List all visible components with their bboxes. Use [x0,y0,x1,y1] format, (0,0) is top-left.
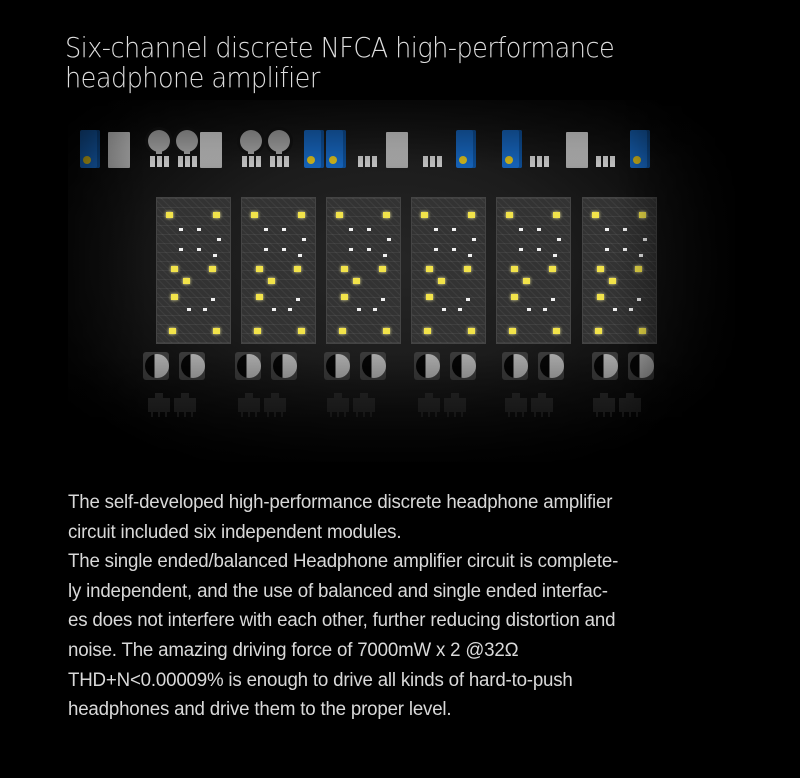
smd-capacitor-icon [414,352,440,380]
potentiometer-icon [630,130,650,168]
amplifier-module-4 [411,197,486,344]
transistor-icon [264,393,286,417]
smd-capacitor-icon [235,352,261,380]
potentiometer-icon [304,130,324,168]
electrolytic-capacitor-icon [268,130,290,154]
smd-capacitor-icon [628,352,654,380]
amplifier-module-2 [241,197,316,344]
title-line-2: headphone amplifier [65,62,320,94]
transistor-icon [531,393,553,417]
description-line: noise. The amazing driving force of 7000… [68,638,519,661]
transistor-icon [505,393,527,417]
resistor-array-icon [178,156,183,167]
resistor-array-icon [242,156,247,167]
potentiometer-icon [326,130,346,168]
description-line: The self-developed high-performance disc… [68,491,613,513]
title-line-1: Six-channel discrete NFCA high-performan… [65,32,615,64]
description-line: circuit included six independent modules… [68,520,402,543]
relay-icon [566,132,588,168]
transistor-icon [174,393,196,417]
resistor-array-icon [530,156,535,167]
transistor-icon [619,393,641,417]
resistor-array-icon [596,156,601,167]
relay-icon [386,132,408,168]
transistor-icon [238,393,260,417]
smd-capacitor-icon [592,352,618,380]
amplifier-module-3 [326,197,401,344]
description-line: es does not interfere with each other, f… [68,609,616,632]
smd-capacitor-icon [502,352,528,380]
transistor-icon [444,393,466,417]
transistor-icon [353,393,375,417]
description-line: headphones and drive them to the proper … [68,698,452,721]
potentiometer-icon [456,130,476,168]
smd-capacitor-icon [538,352,564,380]
smd-capacitor-icon [324,352,350,380]
smd-capacitor-icon [450,352,476,380]
resistor-array-icon [270,156,275,167]
resistor-array-icon [423,156,428,167]
page-title: Six-channel discrete NFCA high-performan… [65,32,615,94]
smd-capacitor-icon [143,352,169,380]
description-text: The self-developed high-performance disc… [68,488,717,725]
electrolytic-capacitor-icon [176,130,198,154]
electrolytic-capacitor-icon [148,130,170,154]
smd-capacitor-icon [179,352,205,380]
potentiometer-icon [80,130,100,168]
resistor-array-icon [358,156,363,167]
amplifier-module-1 [156,197,231,344]
description-line: THD+N<0.00009% is enough to drive all ki… [68,668,573,691]
description-line: ly independent, and the use of balanced … [68,579,608,602]
transistor-icon [593,393,615,417]
amplifier-module-5 [496,197,571,344]
transistor-icon [148,393,170,417]
description-line: The single ended/balanced Headphone ampl… [68,550,619,573]
circuit-board-image [68,100,735,462]
resistor-array-icon [150,156,155,167]
relay-icon [200,132,222,168]
smd-capacitor-icon [360,352,386,380]
potentiometer-icon [502,130,522,168]
transistor-icon [327,393,349,417]
electrolytic-capacitor-icon [240,130,262,154]
transistor-icon [418,393,440,417]
amplifier-module-6 [582,197,657,344]
smd-capacitor-icon [271,352,297,380]
relay-icon [108,132,130,168]
